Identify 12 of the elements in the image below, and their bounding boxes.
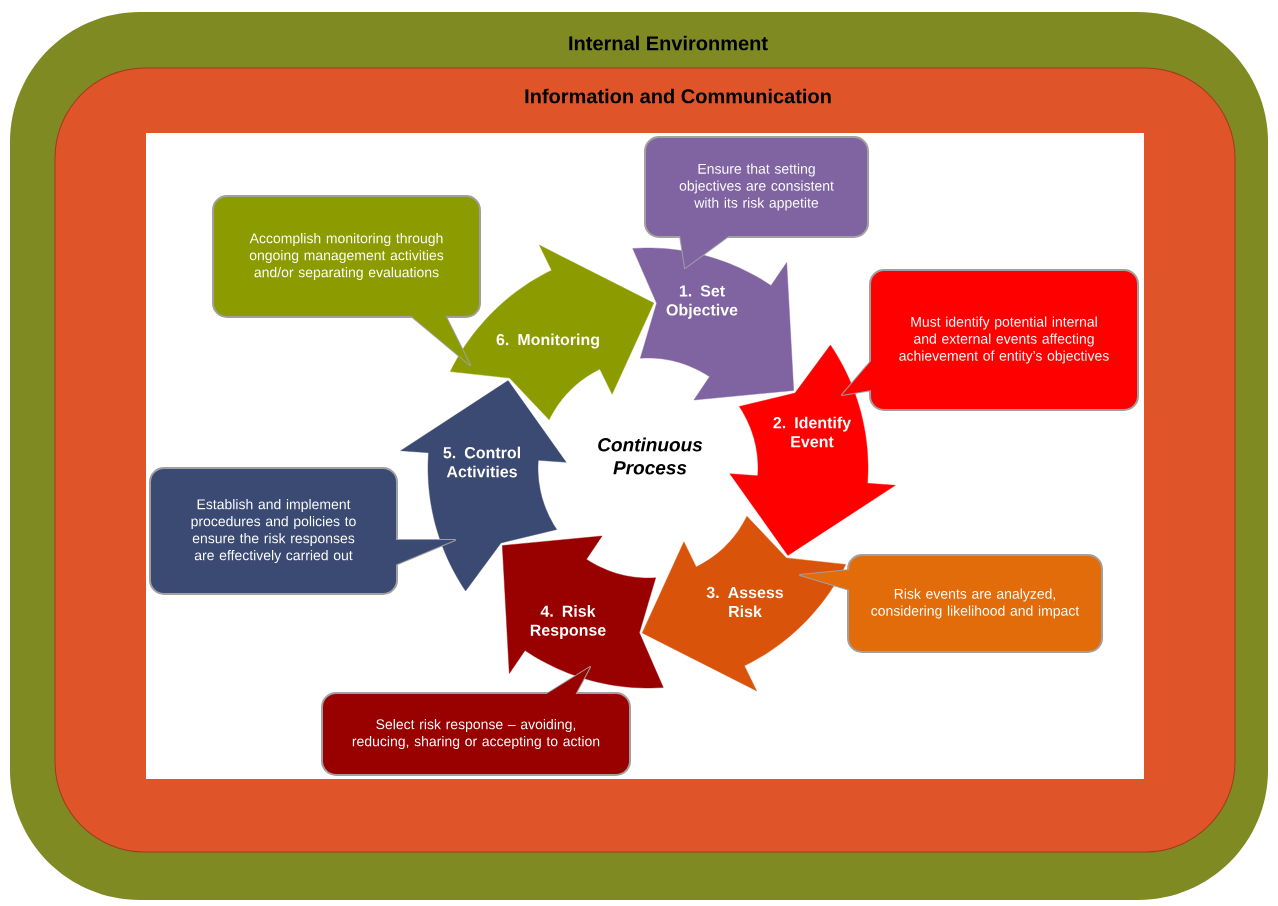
callout-box: Must identify potential internal and external events affecting achievement of entity’s objectives	[841, 269, 1139, 411]
cycle-segment: 5. Control Activities	[400, 380, 567, 592]
callout-box: Ensure that setting objectives are consistent with its risk appetite	[644, 136, 869, 269]
callout-box: Select risk response – avoiding, reducing, sharing or accepting to action	[321, 666, 631, 776]
callout-box: Accomplish monitoring through ongoing management activities and/or separating evaluations	[212, 195, 481, 366]
callout-box: Risk events are analyzed, considering likelihood and impact	[799, 554, 1103, 653]
cycle-segment: 1. Set Objective	[632, 247, 794, 401]
cycle-segment: 4. Risk Response	[502, 535, 664, 689]
cycle-segment: 3. Assess Risk	[642, 516, 846, 692]
center-label: Continuous Process	[598, 437, 703, 475]
cycle-segment: 2. Identify Event	[729, 344, 896, 556]
cycle-segment: 6. Monitoring	[450, 244, 654, 420]
